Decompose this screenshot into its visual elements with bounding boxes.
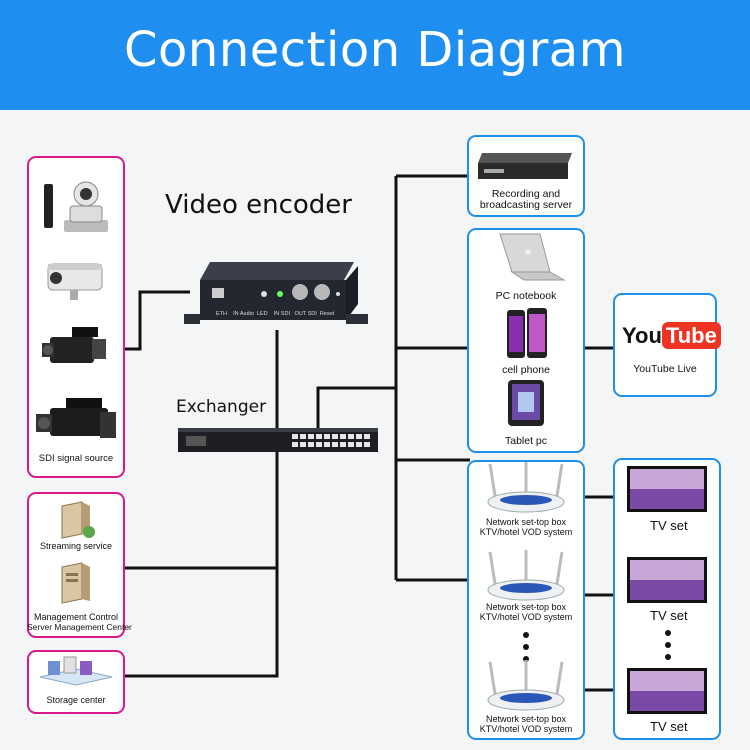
management-server-icon — [61, 562, 90, 604]
ellipsis-dots-tv — [665, 630, 671, 660]
broadcast-camera-icon — [36, 398, 116, 438]
recording-label-1: Recording and — [491, 188, 561, 200]
laptop-icon — [499, 233, 566, 281]
ellipsis-dots-stb — [523, 632, 529, 662]
youtube-logo-tube: Tube — [661, 322, 721, 349]
tv-2-label: TV set — [650, 608, 688, 623]
router-icon-3 — [487, 660, 565, 711]
router-icon-2 — [487, 550, 565, 601]
camcorder-icon — [42, 327, 106, 363]
exchanger-label: Exchanger — [176, 397, 267, 417]
tv-icon-3 — [627, 668, 707, 714]
tv-1-label: TV set — [650, 518, 688, 533]
security-camera-icon — [47, 263, 103, 300]
management-label-2: Server Management Center — [27, 622, 132, 632]
pc-notebook-label: PC notebook — [495, 290, 557, 302]
router-icon-1 — [487, 462, 565, 513]
page-title: Connection Diagram — [124, 22, 626, 78]
storage-center-label: Storage center — [46, 695, 106, 705]
switch-icon — [178, 428, 378, 452]
stb-2-label-2: KTV/hotel VOD system — [479, 612, 573, 622]
header-banner — [0, 0, 750, 110]
tv-icon-1 — [627, 466, 707, 512]
stb-1-label-1: Network set-top box — [485, 517, 567, 527]
stb-2-label-1: Network set-top box — [485, 602, 567, 612]
video-encoder-icon — [184, 262, 368, 324]
tv-3-label: TV set — [650, 719, 688, 734]
stb-3-label-1: Network set-top box — [485, 714, 567, 724]
encoder-port-labels: ETH IN Audio LED IN SDI OUT SDI Reset — [216, 311, 335, 317]
management-label-1: Management Control — [33, 612, 119, 622]
streaming-service-label: Streaming service — [39, 541, 113, 551]
sdi-source-label: SDI signal source — [38, 453, 114, 464]
youtube-logo-you: You — [622, 323, 662, 348]
server-icon — [61, 501, 95, 539]
ptz-camera-icon — [44, 181, 108, 232]
video-encoder-label: Video encoder — [165, 190, 352, 220]
tv-icon-2 — [627, 557, 707, 603]
recording-server-icon — [478, 153, 572, 179]
tablet-pc-label: Tablet pc — [504, 435, 548, 447]
cell-phone-icon — [507, 308, 547, 358]
cell-phone-label: cell phone — [502, 364, 550, 376]
youtube-live-label: YouTube Live — [633, 363, 697, 375]
recording-label-2: broadcasting server — [479, 199, 573, 211]
storage-icon — [39, 656, 113, 686]
tablet-icon — [508, 380, 544, 426]
stb-1-label-2: KTV/hotel VOD system — [479, 527, 573, 537]
stb-3-label-2: KTV/hotel VOD system — [479, 724, 573, 734]
